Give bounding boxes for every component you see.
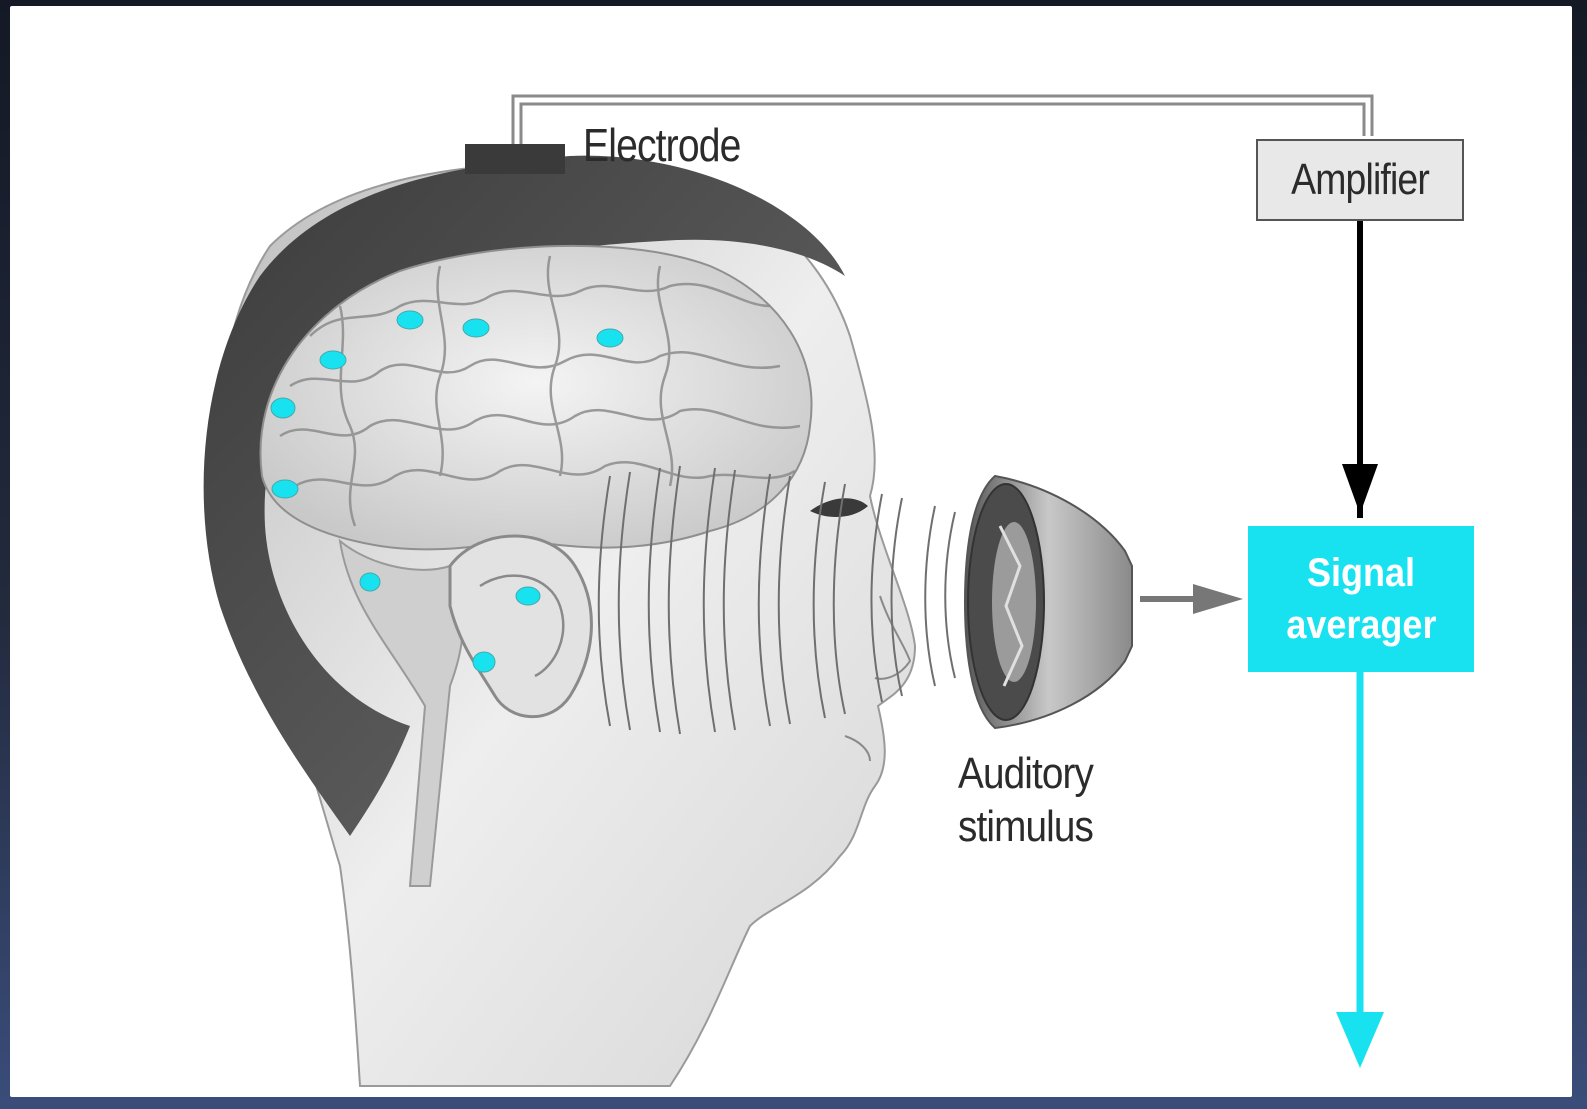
- electrode-label: Electrode: [583, 118, 741, 173]
- auditory-stimulus-line2: stimulus: [958, 801, 1093, 854]
- head-illustration: [204, 156, 915, 1086]
- scalp-electrode: [397, 311, 423, 329]
- scalp-electrode: [463, 319, 489, 337]
- signal-averager-label-line2: averager: [1286, 599, 1436, 651]
- scalp-electrode: [360, 573, 380, 591]
- scalp-electrode: [271, 398, 295, 418]
- auditory-stimulus-label: Auditory stimulus: [958, 748, 1093, 854]
- signal-averager-label-line1: Signal: [1307, 547, 1415, 599]
- scalp-electrode: [597, 329, 623, 347]
- amplifier-arrow: [1342, 220, 1378, 518]
- stimulus-arrow: [1140, 584, 1243, 614]
- electrode-pad-icon: [465, 144, 565, 174]
- diagram-canvas: Electrode Amplifier Signal averager Audi…: [10, 6, 1572, 1097]
- amplifier-box: Amplifier: [1256, 139, 1464, 221]
- scalp-electrode: [516, 587, 540, 605]
- scalp-electrode: [320, 351, 346, 369]
- output-arrow: [1336, 672, 1384, 1068]
- signal-averager-box: Signal averager: [1248, 526, 1474, 672]
- scalp-electrode: [473, 652, 495, 672]
- auditory-stimulus-line1: Auditory: [958, 748, 1093, 801]
- scalp-electrode: [272, 480, 298, 498]
- amplifier-label: Amplifier: [1291, 155, 1429, 205]
- speaker-icon: [965, 476, 1132, 728]
